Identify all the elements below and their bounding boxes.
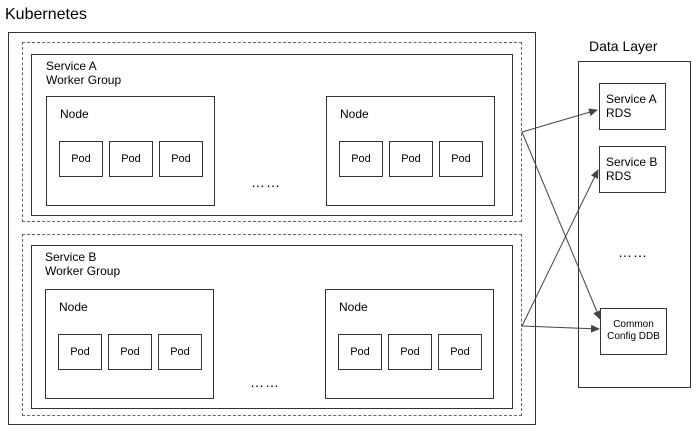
node-ellipsis: …… [250, 374, 280, 390]
pod: Pod [58, 334, 102, 370]
node-label: Node [59, 300, 88, 314]
pod: Pod [439, 141, 483, 177]
service-b-label: Service B Worker Group [45, 250, 121, 278]
service-b-rds-label: Service B RDS [606, 155, 658, 183]
arrow-service-a-to-config [521, 131, 601, 320]
pod: Pod [388, 334, 432, 370]
service-b-dashed-frame [22, 234, 522, 416]
service-a-rds [599, 83, 666, 130]
common-config-ddb-label: Common Config DDB [607, 319, 660, 342]
pod: Pod [108, 334, 152, 370]
node-label: Node [339, 300, 368, 314]
data-layer-title: Data Layer [589, 38, 658, 54]
common-config-ddb [600, 308, 667, 355]
node-ellipsis: …… [251, 174, 281, 190]
service-b-rds [599, 146, 666, 193]
pod: Pod [109, 141, 153, 177]
pod: Pod [338, 334, 382, 370]
service-a-rds-label: Service A RDS [606, 92, 657, 120]
arrow-service-a-to-rds-a [521, 108, 598, 133]
pod: Pod [59, 141, 103, 177]
data-layer-ellipsis: …… [618, 244, 648, 260]
pod: Pod [389, 141, 433, 177]
pod: Pod [158, 334, 202, 370]
kubernetes-title: Kubernetes [5, 6, 87, 23]
node-label: Node [60, 107, 89, 121]
service-a-label: Service A Worker Group [46, 59, 122, 87]
service-a-dashed-frame [22, 42, 522, 222]
pod: Pod [159, 141, 203, 177]
pod: Pod [339, 141, 383, 177]
arrow-service-b-to-rds-b [521, 169, 599, 327]
pod: Pod [438, 334, 482, 370]
arrow-service-b-to-config [521, 324, 600, 333]
node-label: Node [340, 107, 369, 121]
